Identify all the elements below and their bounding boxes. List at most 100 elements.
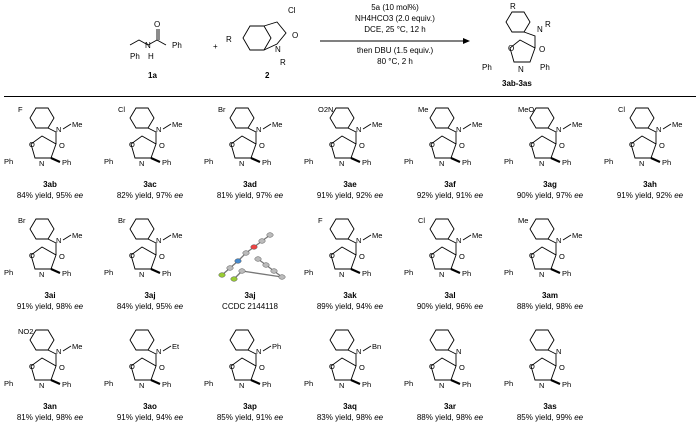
crystal-atom (234, 258, 242, 264)
lactam-bond (147, 349, 157, 366)
atom-o: O (129, 140, 135, 149)
substituent-label: Br (218, 105, 226, 114)
yield-text: 84% yield, 95% (116, 302, 175, 311)
lactam-bond (147, 127, 157, 144)
n-substituent-label: Me (372, 231, 382, 240)
oxazoline-ring (130, 246, 157, 270)
yield-text: 91% yield, 98% (16, 302, 75, 311)
ph-label: Ph (462, 158, 471, 167)
wedge-bond (350, 267, 361, 275)
lactam-bond (647, 127, 657, 144)
oxindole-ring (529, 329, 555, 351)
atom-o: O (292, 31, 298, 40)
crystal-atom (226, 265, 234, 271)
yield-ee-text: 91% yield, 94% ee (100, 413, 200, 422)
yield-text: 81% yield, 98% (16, 413, 75, 422)
oxindole-ring (129, 218, 155, 240)
atom-o: O (429, 251, 435, 260)
compound-code: 3af (444, 180, 456, 189)
ee-text: ee (74, 413, 84, 422)
wedge-bond (350, 378, 361, 386)
atom-n: N (456, 236, 461, 245)
atom-n: N (656, 125, 661, 134)
compound-code: 3al (444, 291, 456, 300)
ee-text: ee (74, 302, 84, 311)
n-bond (262, 123, 272, 130)
atom-o: O (429, 140, 435, 149)
ph-label: Ph (262, 380, 271, 389)
ee-text: ee (274, 413, 284, 422)
atom-n: N (556, 236, 561, 245)
oxindole-ring (329, 107, 355, 129)
oxindole-ring (429, 218, 455, 240)
atom-n: N (439, 159, 444, 168)
oxindole-ring (429, 329, 455, 351)
yield-ee-text: 89% yield, 94% ee (300, 302, 400, 311)
compound-label-3: 3ab-3as (502, 79, 532, 88)
compound-code: 3ao (143, 402, 157, 411)
ph-label: Ph (130, 52, 140, 61)
oxindole-ring (129, 329, 155, 351)
wedge-bond (650, 156, 661, 164)
n-bond (462, 123, 472, 130)
lactam-bond (47, 349, 57, 366)
atom-n: N (556, 125, 561, 134)
r3-label: R (510, 2, 516, 11)
ph-label: Ph (104, 157, 113, 166)
n-substituent-label: Me (272, 120, 282, 129)
oxazoline-ring (30, 135, 57, 159)
oxazoline-ring (30, 246, 57, 270)
plus-sign: + (213, 42, 218, 51)
ee-text: ee (374, 302, 384, 311)
wedge-bond (450, 156, 461, 164)
atom-o: O (329, 251, 335, 260)
substituent-label: MeO (518, 105, 534, 114)
yield-text: 90% yield, 96% (416, 302, 475, 311)
compound-code: 3ah (643, 180, 657, 189)
atom-o: O (59, 363, 65, 372)
ph-label: Ph (504, 268, 513, 277)
yield-ee-text: 83% yield, 98% ee (300, 413, 400, 422)
yield-ee-text: 85% yield, 99% ee (500, 413, 600, 422)
ph-label: Ph (562, 269, 571, 278)
atom-h: H (148, 52, 154, 61)
compound-code: 3ad (243, 180, 257, 189)
n-substituent-label: Me (72, 231, 82, 240)
atom-o: O (459, 252, 465, 261)
atom-n: N (518, 65, 524, 74)
atom-n: N (439, 381, 444, 390)
atom-o: O (259, 363, 265, 372)
ph-label: Ph (604, 157, 613, 166)
atom-n: N (639, 159, 644, 168)
yield-text: 91% yield, 92% (316, 191, 375, 200)
compound-code: 3ac (143, 180, 157, 189)
ph-label: Ph (504, 379, 513, 388)
yield-text: 90% yield, 97% (516, 191, 575, 200)
oxazoline-ring (330, 357, 357, 381)
lactam-bond (447, 238, 457, 255)
ph-label: Ph (62, 269, 71, 278)
ph-label: Ph (304, 268, 313, 277)
atom-n: N (156, 125, 161, 134)
dbu-text: then DBU (1.5 equiv.) (357, 46, 434, 55)
oxindole-ring (629, 107, 655, 129)
ee-text: ee (474, 413, 484, 422)
substituent-label: Cl (118, 105, 125, 114)
yield-text: 82% yield, 97% (116, 191, 175, 200)
atom-o: O (459, 141, 465, 150)
ph-label: Ph (304, 379, 313, 388)
ph-label: Ph (562, 158, 571, 167)
substituent-label: Br (118, 216, 126, 225)
crystal-atom (218, 272, 226, 278)
ee-text: ee (474, 302, 484, 311)
lactam-bond (447, 127, 457, 144)
